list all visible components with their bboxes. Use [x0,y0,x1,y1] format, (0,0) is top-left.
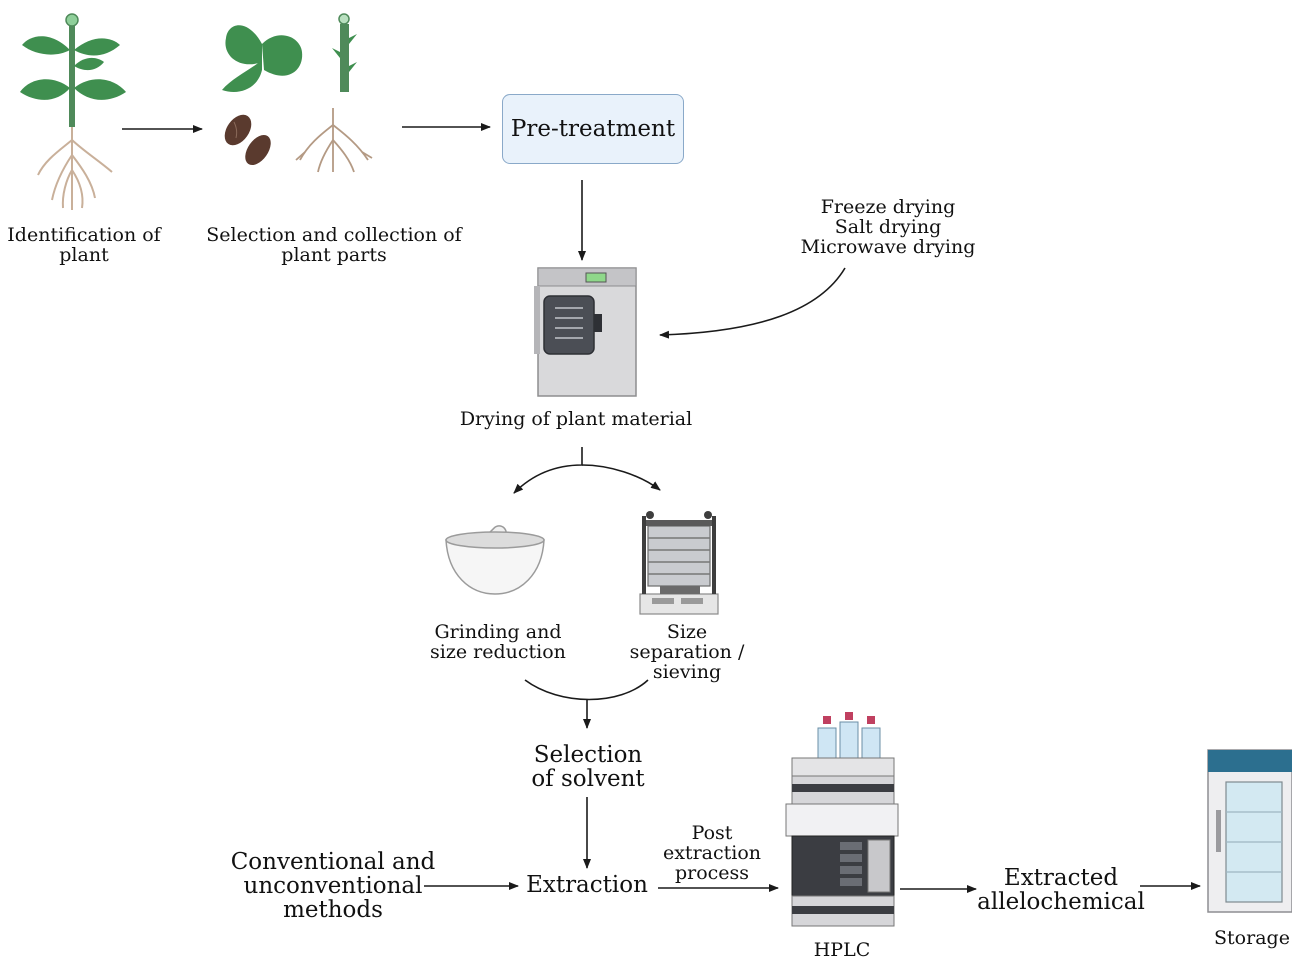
selection-parts-label: Selection and collection of plant parts [206,224,462,266]
solvent-label: Selection of solvent [531,742,645,793]
freeze-dryer-icon [534,267,637,397]
stem-icon [332,13,357,92]
merge-curve [524,679,649,701]
identification-label: Identification of plant [7,224,161,266]
sieving-label: Size separation / sieving [629,621,745,683]
drying-methods-label: Freeze drying Salt drying Microwave dryi… [800,196,976,258]
methods-label: Conventional and unconventional methods [230,849,436,924]
plant-icon [20,13,126,210]
seeds-icon [224,114,271,166]
refrigerator-icon [1207,749,1292,913]
leaf-icon [222,25,303,92]
hplc-icon [785,712,899,927]
arrow-split-right [581,464,661,491]
hplc-label: HPLC [813,939,871,961]
extracted-label: Extracted allelochemical [977,865,1145,916]
sieve-shaker-icon [639,511,719,615]
grinding-label: Grinding and size reduction [430,621,566,663]
extraction-label: Extraction [526,872,648,898]
arrow-split-left [513,447,583,494]
drying-label: Drying of plant material [459,408,693,430]
post-process-label: Post extraction process [662,822,762,884]
pretreatment-box: Pre-treatment [502,94,684,164]
roots-icon [295,108,373,173]
storage-label: Storage [1214,927,1290,949]
arrow-methods-to-dryer [659,267,846,339]
mortar-pestle-icon [445,525,545,595]
